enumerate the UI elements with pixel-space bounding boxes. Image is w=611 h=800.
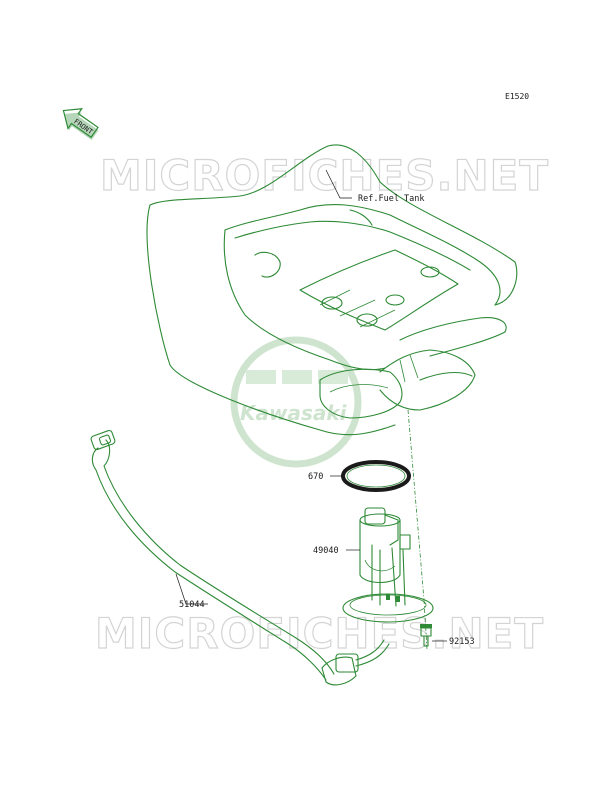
part-label-670[interactable]: 670 [308,472,323,482]
watermark-bottom: MICROFICHES.NET [95,609,544,658]
part-label-92153[interactable]: 92153 [449,637,475,647]
ref-fuel-tank-label: Ref.Fuel Tank [358,194,425,204]
kawasaki-logo: Kawasaki [230,336,362,468]
part-51044-leader [175,573,208,605]
fuel-hose-51044 [90,429,390,686]
front-direction-arrow: FRONT [62,108,99,141]
kawasaki-logo-text: Kawasaki [240,401,348,425]
fuel-tank [146,144,518,436]
watermark-top: MICROFICHES.NET [100,151,549,200]
gasket-670 [341,460,411,492]
part-label-51044[interactable]: 51044 [179,600,205,610]
part-label-49040[interactable]: 49040 [313,546,339,556]
diagram-code: E1520 [505,92,529,101]
install-centerline [407,409,425,601]
bolt-92153 [420,624,432,647]
fuel-pump-49040 [342,507,434,623]
ref-fuel-tank-leader [325,169,352,199]
